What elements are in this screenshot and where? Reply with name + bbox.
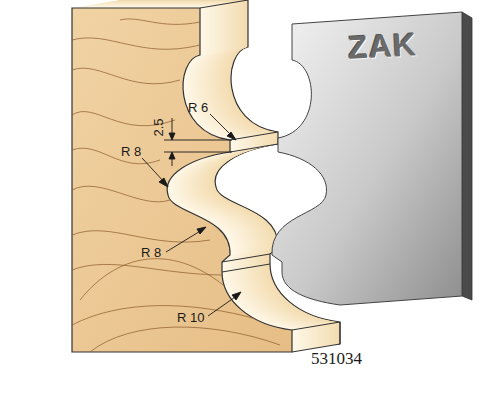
- radius-label: R 10: [177, 311, 204, 324]
- radius-label: R 8: [121, 145, 141, 158]
- dimension-label: 2.5: [151, 118, 164, 136]
- part-number: 531034: [311, 350, 362, 367]
- radius-label: R 8: [141, 246, 161, 259]
- brand-logo: ZAK: [347, 28, 417, 64]
- radius-label: R 6: [188, 101, 208, 114]
